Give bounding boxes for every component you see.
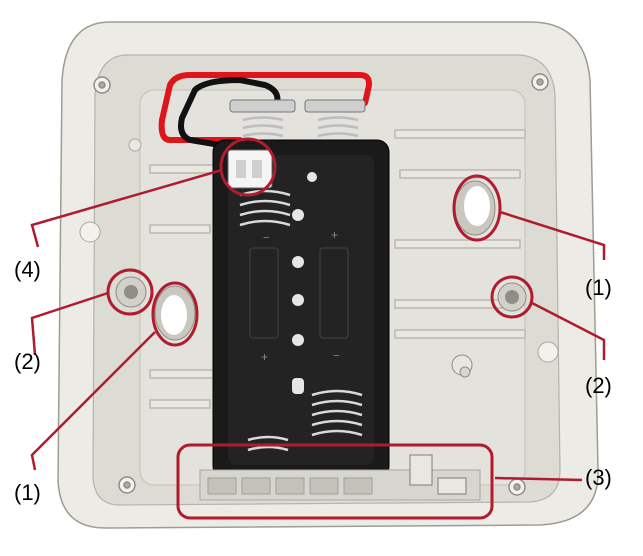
- bottom-cable-area: [199, 454, 481, 501]
- battery-slots: [249, 247, 349, 339]
- callout-markers: [106, 137, 534, 520]
- battery-holder-inner: [228, 155, 374, 465]
- corner-screws: [93, 73, 549, 496]
- marker-1-left: [151, 281, 199, 347]
- red-wire: [158, 72, 372, 143]
- battery-marking-minus-right: −: [333, 350, 340, 362]
- screw-boss-right: [497, 282, 527, 312]
- marker-1-right: [452, 174, 502, 242]
- holder-springs: [239, 189, 363, 452]
- leader-lines: [30, 168, 606, 482]
- marker-2-right: [490, 275, 534, 319]
- black-wire: [178, 76, 281, 153]
- battery-marking-minus-left: −: [263, 232, 270, 244]
- battery-marking-plus-left: +: [261, 350, 269, 364]
- battery-marking-plus-right: +: [331, 228, 339, 242]
- callout-label-2-right: (2): [585, 373, 612, 398]
- top-terminals: [229, 99, 366, 113]
- holder-holes: [292, 172, 317, 394]
- top-springs: [242, 116, 359, 146]
- screw-boss-left: [115, 276, 147, 308]
- right-ribs: [394, 129, 526, 339]
- clip-hole: [128, 138, 142, 152]
- mounting-slot-lower-left: [154, 285, 196, 341]
- callout-label-2-left: (2): [14, 349, 41, 374]
- callout-label-1-left: (1): [14, 480, 41, 505]
- grommet: [451, 354, 473, 378]
- mounting-slot-upper-right: [454, 180, 496, 236]
- battery-connector: [227, 149, 273, 189]
- callout-label-4: (4): [14, 257, 41, 282]
- marker-2-left: [106, 268, 154, 316]
- marker-4: [219, 137, 277, 197]
- marker-3: [176, 443, 494, 520]
- side-hole-right: [537, 341, 559, 363]
- side-hole-left: [79, 221, 101, 243]
- callout-label-3: (3): [585, 465, 612, 490]
- callout-label-1-right: (1): [585, 275, 612, 300]
